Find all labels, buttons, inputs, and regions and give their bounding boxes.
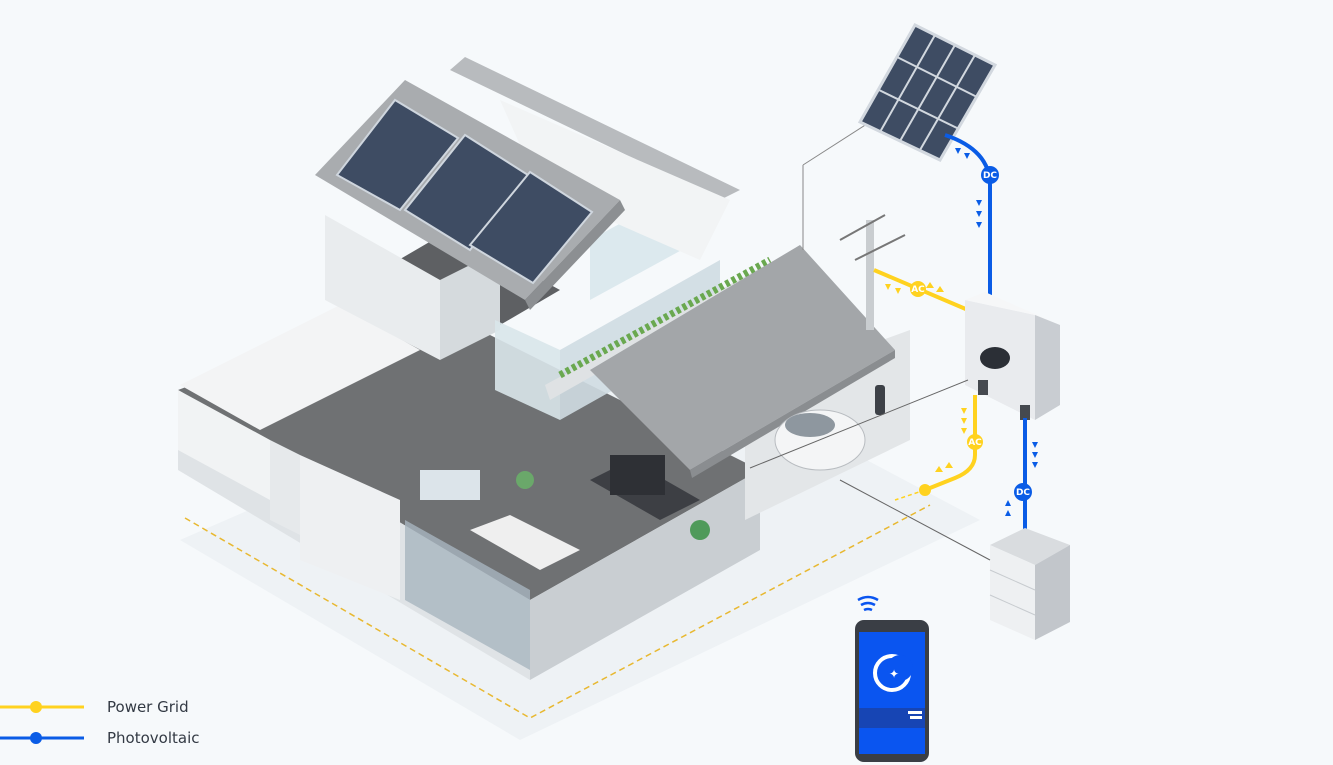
battery-storage <box>989 528 1070 640</box>
badge-ac-house: AC <box>967 434 983 450</box>
legend-label: Photovoltaic <box>107 729 200 747</box>
dc-label: DC <box>983 171 997 181</box>
roof-solar-panels <box>335 98 594 285</box>
grid-line-inverter-house <box>924 395 977 492</box>
ac-label: AC <box>911 285 925 295</box>
badge-dc-panel: DC <box>981 166 999 184</box>
dc-label: DC <box>1016 488 1030 498</box>
roof-back <box>450 57 740 200</box>
utility-pole <box>802 121 906 330</box>
smartphone-app: ✦ <box>855 595 929 762</box>
badge-dc-battery: DC <box>1014 483 1032 501</box>
house <box>178 57 910 680</box>
legend-item-photovoltaic: Photovoltaic <box>0 729 200 747</box>
legend: Power Grid Photovoltaic <box>0 698 200 747</box>
wifi-icon <box>857 595 879 612</box>
badge-ac-grid: AC <box>910 281 926 297</box>
pv-line-panel-inverter <box>944 133 992 300</box>
solar-panel-array <box>857 23 998 162</box>
svg-text:✦: ✦ <box>889 667 899 681</box>
legend-item-power-grid: Power Grid <box>0 698 189 716</box>
property-boundary <box>184 504 931 719</box>
grid-junction <box>919 484 931 496</box>
legend-label: Power Grid <box>107 698 189 716</box>
carport-roof <box>590 245 895 470</box>
inverter <box>965 292 1060 420</box>
glass-wall <box>405 520 530 670</box>
ac-label: AC <box>968 438 982 448</box>
ev-charger <box>875 385 885 415</box>
